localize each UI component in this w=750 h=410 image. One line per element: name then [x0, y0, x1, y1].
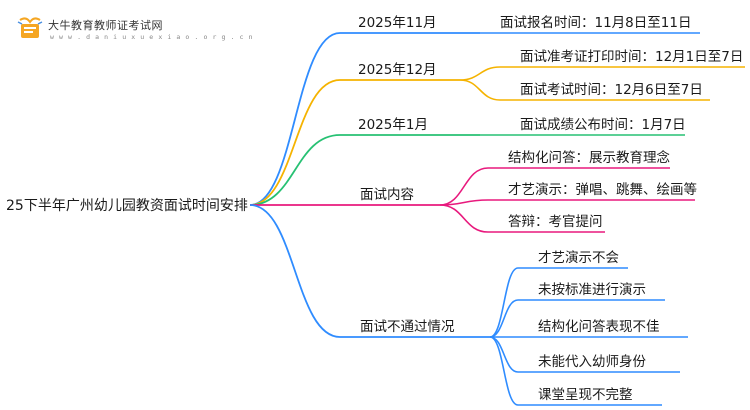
child-node: 面试准考证打印时间：12月1日至7日 — [520, 48, 743, 65]
branch-connector — [249, 134, 341, 206]
child-node: 面试报名时间：11月8日至11日 — [500, 15, 691, 31]
child-connector — [439, 204, 489, 233]
branch-5: 面试不通过情况 才艺演示不会未按标准进行演示结构化问答表现不佳未能代入幼师身份课堂… — [249, 204, 688, 406]
child-connector — [489, 299, 519, 338]
brand-logo: 大牛教育教师证考试网 w w w . d a n i u x u e x i a… — [8, 10, 253, 50]
child-node: 未按标准进行演示 — [538, 282, 646, 298]
child-node: 结构化问答：展示教育理念 — [508, 149, 670, 166]
book-logo-icon — [17, 17, 43, 38]
branch-label: 2025年1月 — [358, 117, 428, 133]
child-node: 面试成绩公布时间：1月7日 — [520, 117, 686, 133]
branch-3: 2025年1月 面试成绩公布时间：1月7日 — [249, 117, 686, 206]
child-connector — [489, 336, 519, 373]
child-connector — [459, 79, 501, 101]
branch-connector — [249, 204, 341, 338]
branch-1: 2025年11月 面试报名时间：11月8日至11日 — [249, 15, 700, 206]
branch-label: 面试不通过情况 — [360, 319, 455, 335]
child-connector — [489, 267, 519, 338]
brand-name: 大牛教育教师证考试网 — [48, 19, 163, 32]
branch-label: 2025年12月 — [358, 62, 437, 78]
branch-2: 2025年12月 面试准考证打印时间：12月1日至7日面试考试时间：12月6日至7… — [249, 48, 745, 206]
root-topic: 25下半年广州幼儿园教资面试时间安排 — [6, 198, 248, 214]
child-node: 答辩：考官提问 — [508, 213, 603, 230]
child-node: 结构化问答表现不佳 — [538, 318, 660, 335]
child-connector — [439, 167, 489, 206]
branch-connector — [249, 79, 341, 206]
child-node: 面试考试时间：12月6日至7日 — [520, 82, 703, 98]
brand-url: w w w . d a n i u x u e x i a o . o r g … — [50, 33, 254, 41]
child-connector — [439, 199, 489, 206]
child-node: 未能代入幼师身份 — [538, 354, 646, 370]
branch-connector — [249, 32, 341, 206]
branch-label: 2025年11月 — [358, 15, 437, 31]
child-node: 才艺演示：弹唱、跳舞、绘画等 — [508, 181, 697, 198]
child-connector — [489, 336, 519, 406]
child-connector — [459, 66, 501, 81]
branch-label: 面试内容 — [360, 186, 414, 203]
child-node: 课堂呈现不完整 — [538, 387, 633, 403]
child-node: 才艺演示不会 — [538, 250, 619, 266]
